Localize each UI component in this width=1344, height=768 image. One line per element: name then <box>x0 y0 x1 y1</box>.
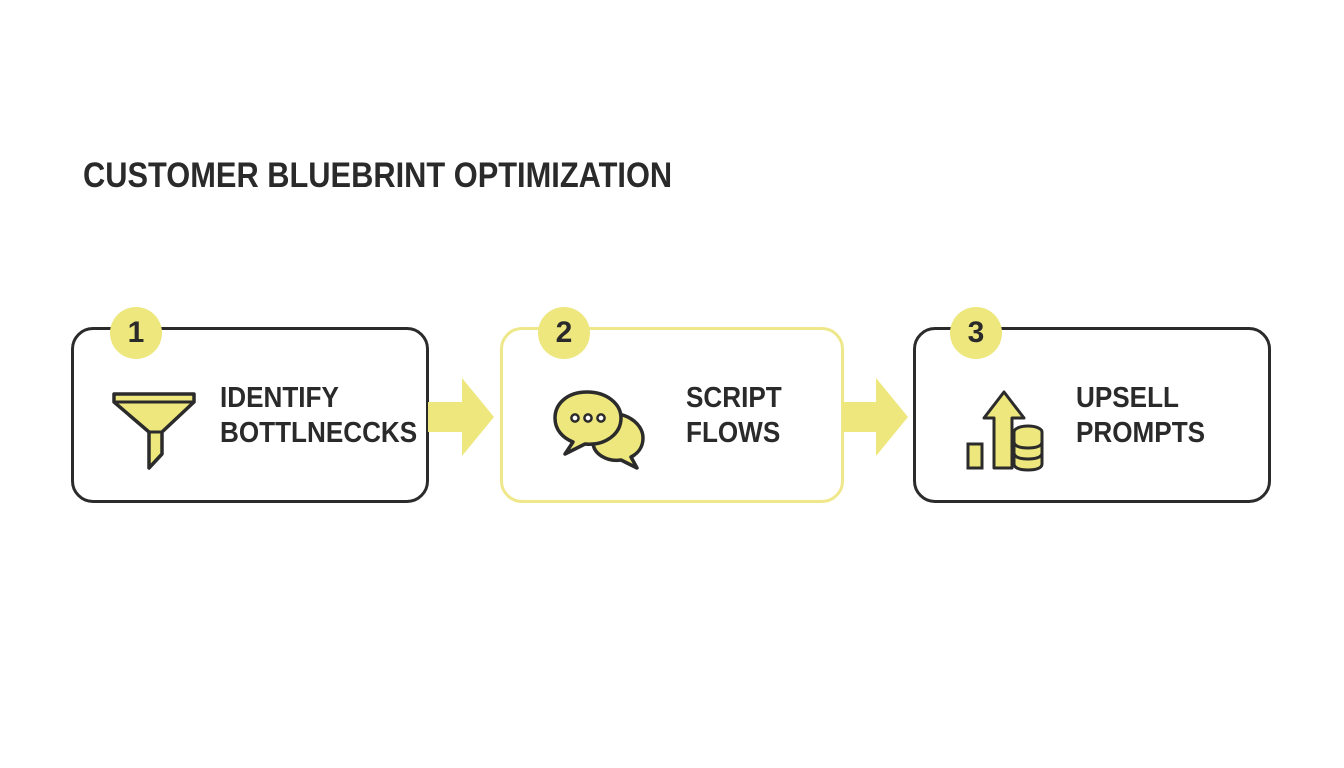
diagram-title: CUSTOMER BLUEBRINT OPTIMIZATION <box>83 156 673 195</box>
step-number-badge-3: 3 <box>950 307 1002 359</box>
step-label-1-line-2: BOTTLNECCKS <box>220 417 418 449</box>
step-label-3: UPSELL PROMPTS <box>1076 381 1205 451</box>
arrow-right-icon <box>842 378 908 456</box>
chat-bubbles-icon <box>553 390 645 470</box>
step-label-3-line-2: PROMPTS <box>1076 417 1206 449</box>
step-card-3: 3 UPSELL PROMPTS <box>913 307 1271 503</box>
step-label-1-line-1: IDENTIFY <box>220 382 339 414</box>
arrow-right-icon <box>428 378 494 456</box>
step-label-1: IDENTIFY BOTTLNECCKS <box>220 381 417 451</box>
step-label-2-line-2: FLOWS <box>686 417 781 449</box>
funnel-icon <box>112 392 196 470</box>
step-card-2: 2 SCRIPT FLOWS <box>500 307 844 503</box>
step-label-3-line-1: UPSELL <box>1076 382 1179 414</box>
step-number-badge-2: 2 <box>538 307 590 359</box>
step-card-1: 1 IDENTIFY BOTTLNECCKS <box>71 307 429 503</box>
step-label-2-line-1: SCRIPT <box>686 382 782 414</box>
step-number-badge-1: 1 <box>110 307 162 359</box>
growth-coins-icon <box>966 390 1044 472</box>
step-label-2: SCRIPT FLOWS <box>686 381 782 451</box>
